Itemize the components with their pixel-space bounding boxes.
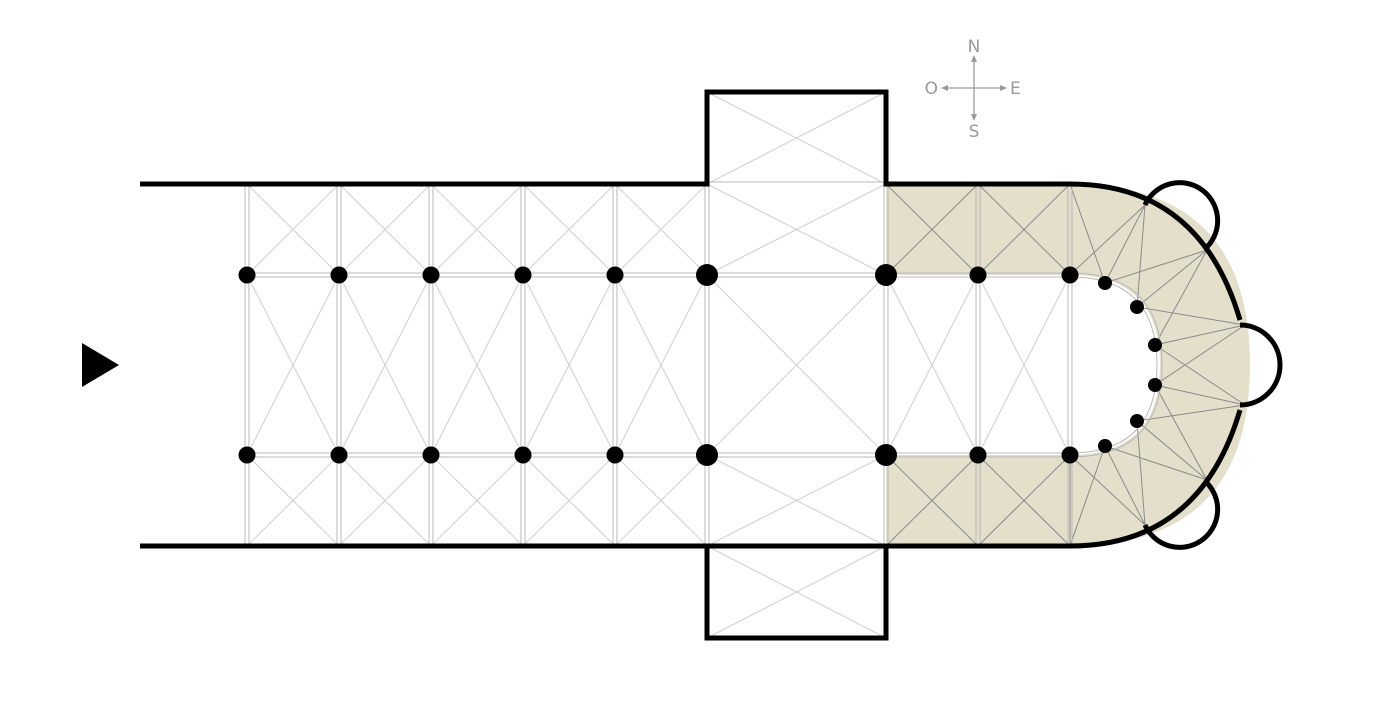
ambulatory-vault-rib (1069, 445, 1106, 547)
aisle-south-vault-rib (430, 454, 524, 547)
arcade-lines (244, 181, 1163, 549)
compass-east-label: E (1010, 79, 1021, 99)
aisle-south-vault-rib (522, 454, 616, 547)
ambulatory-vault-rib (1069, 204, 1146, 276)
ambulatory-fill (886, 184, 1250, 546)
pier-south (238, 446, 256, 464)
pier-south (875, 444, 897, 466)
nave-vault-rib (522, 274, 616, 456)
outer-walls (140, 89, 1283, 641)
pier-north (969, 266, 987, 284)
aisle-north-vault-rib (430, 183, 524, 276)
ambulatory-vault-rib (1104, 204, 1146, 284)
ambulatory-vault-rib (1104, 249, 1208, 284)
choir-aisle-south-fill (886, 455, 1070, 546)
transept-south-vault-rib (706, 545, 887, 639)
vault-ribs (246, 91, 1246, 639)
ambulatory-vault-rib (1104, 445, 1208, 481)
ambulatory-vault-rib (1136, 420, 1208, 481)
compass-rose-icon: N S E O (925, 37, 1021, 142)
piers (238, 264, 1162, 466)
ambulatory-vault-rib (1104, 445, 1146, 526)
pier-north (696, 264, 718, 286)
aisle-north-vault-rib (885, 183, 979, 276)
ambulatory-vault-rib (1069, 454, 1146, 526)
compass-north-label: N (968, 37, 981, 57)
nave-vault-rib (430, 274, 524, 456)
aisle-south-vault-rib (614, 454, 708, 547)
ambulatory-vault-rib (1136, 204, 1146, 308)
pier-south (514, 446, 532, 464)
compass-west-label: O (925, 79, 938, 99)
aisle-south-vault-rib (338, 454, 432, 547)
apse-wall (1069, 181, 1243, 549)
pier-north (238, 266, 256, 284)
ambulatory-vault-rib (1154, 384, 1246, 406)
nave-vault-rib (614, 274, 708, 456)
pier-north (422, 266, 440, 284)
apse-pier (1098, 439, 1112, 453)
nave-vault-rib (977, 274, 1071, 456)
aisle-north-vault-rib (338, 183, 432, 276)
ambulatory-vault-rib (1136, 404, 1246, 422)
apse-pier (1130, 414, 1144, 428)
aisle-north-vault-rib (522, 183, 616, 276)
pier-north (514, 266, 532, 284)
chapel-south (1142, 481, 1221, 550)
ambulatory-vault-rib (1136, 420, 1146, 526)
ambulatory-vault-rib (1154, 249, 1208, 346)
transept-north-vault-rib (706, 91, 887, 185)
aisle-south-vault-rib (977, 454, 1071, 547)
pier-south (696, 444, 718, 466)
pier-north (606, 266, 624, 284)
ambulatory-vault-rib (1154, 344, 1246, 406)
nave-vault-rib (885, 274, 979, 456)
nave-vault-rib (706, 274, 887, 456)
pier-north (330, 266, 348, 284)
aisle-south-vault-rib (246, 454, 340, 547)
pier-north (1061, 266, 1079, 284)
nave-transept-wall (140, 89, 1070, 641)
ambulatory-vault-rib (1154, 384, 1208, 481)
ambulatory-vault-rib (1154, 324, 1246, 386)
ambulatory-vault-rib (1136, 306, 1246, 326)
apse-pier (1148, 378, 1162, 392)
aisle-north-vault-rib (614, 183, 708, 276)
chapel-east (1239, 322, 1283, 408)
aisle-north-vault-rib (246, 183, 340, 276)
pier-south (1061, 446, 1079, 464)
apse-pier (1130, 300, 1144, 314)
pier-north (875, 264, 897, 286)
aisle-north-vault-rib (977, 183, 1071, 276)
apse-arch-line (1069, 276, 1158, 454)
chapel-north (1142, 180, 1221, 249)
aisle-north-vault-rib (706, 183, 887, 276)
pier-south (422, 446, 440, 464)
entrance-arrow-icon (82, 343, 119, 387)
nave-vault-rib (246, 274, 340, 456)
compass-south-label: S (969, 122, 980, 142)
choir-aisle-north-fill (886, 184, 1070, 275)
apse-pier (1098, 276, 1112, 290)
aisle-south-vault-rib (885, 454, 979, 547)
apse-arch-line (1069, 272, 1163, 458)
aisle-south-vault-rib (706, 454, 887, 547)
nave-vault-rib (338, 274, 432, 456)
ambulatory-vault-rib (1154, 324, 1246, 346)
pier-south (330, 446, 348, 464)
ambulatory-fill-area (1070, 184, 1250, 546)
pier-south (969, 446, 987, 464)
ambulatory-vault-rib (1136, 249, 1208, 308)
ambulatory-vault-rib (1069, 183, 1106, 284)
apse-pier (1148, 338, 1162, 352)
pier-south (606, 446, 624, 464)
